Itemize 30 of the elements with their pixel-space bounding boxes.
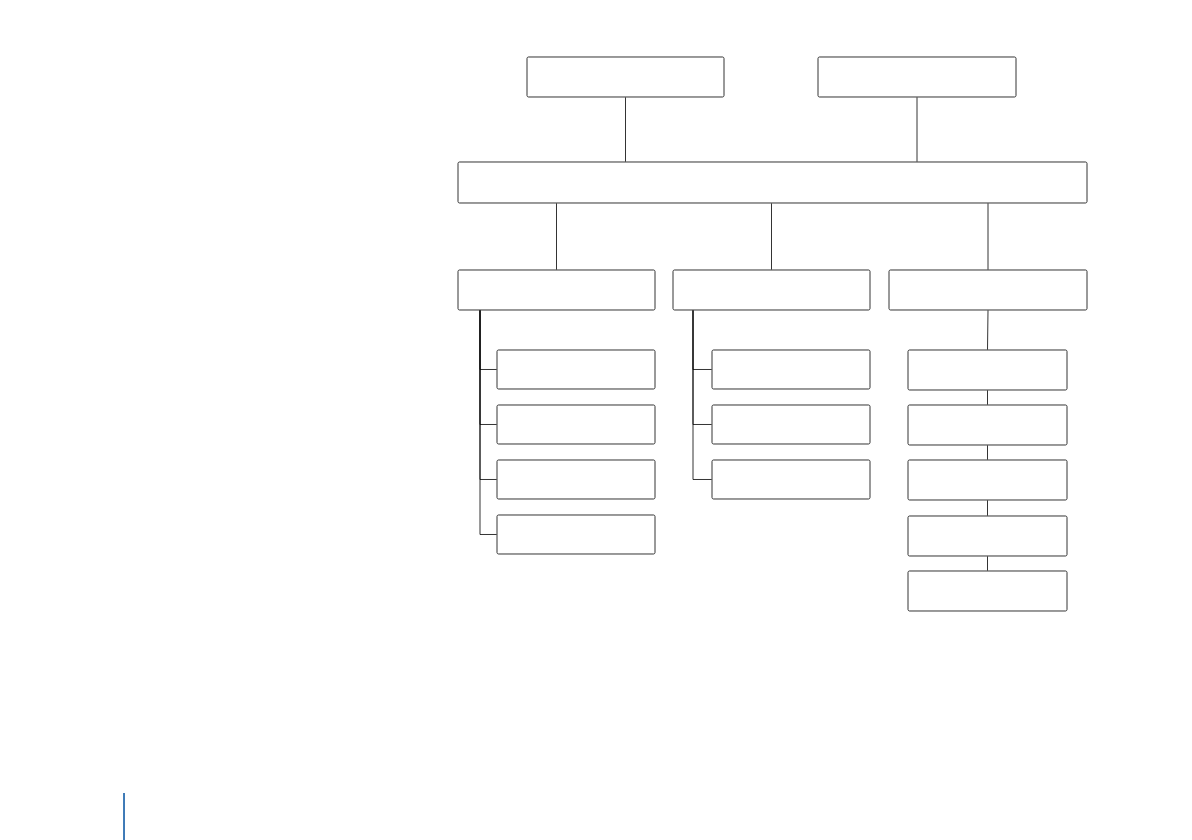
org-box (907, 349, 1068, 391)
connector-line (987, 203, 989, 270)
connector-line (987, 556, 988, 571)
connector-line (479, 310, 497, 535)
org-box (496, 514, 656, 555)
org-box (817, 56, 1017, 98)
org-box (907, 515, 1068, 557)
connector-line (987, 445, 988, 460)
org-box (457, 161, 1088, 204)
org-box (496, 349, 656, 390)
org-box (526, 56, 725, 98)
org-box (711, 459, 871, 500)
connector-line (771, 203, 772, 270)
connector-line (916, 97, 918, 162)
org-box (711, 404, 871, 445)
connector-line (625, 97, 626, 162)
connector-line (987, 390, 988, 405)
org-box (496, 404, 656, 445)
org-box (457, 269, 656, 311)
connector-line (987, 500, 988, 516)
org-box (496, 459, 656, 500)
connector-line (556, 203, 557, 270)
org-box (672, 269, 871, 311)
org-box (907, 570, 1068, 612)
connector-line (987, 310, 989, 350)
connector-line (692, 310, 712, 480)
org-box (907, 404, 1068, 446)
org-box (907, 459, 1068, 501)
org-box (711, 349, 871, 390)
org-box (888, 269, 1088, 311)
